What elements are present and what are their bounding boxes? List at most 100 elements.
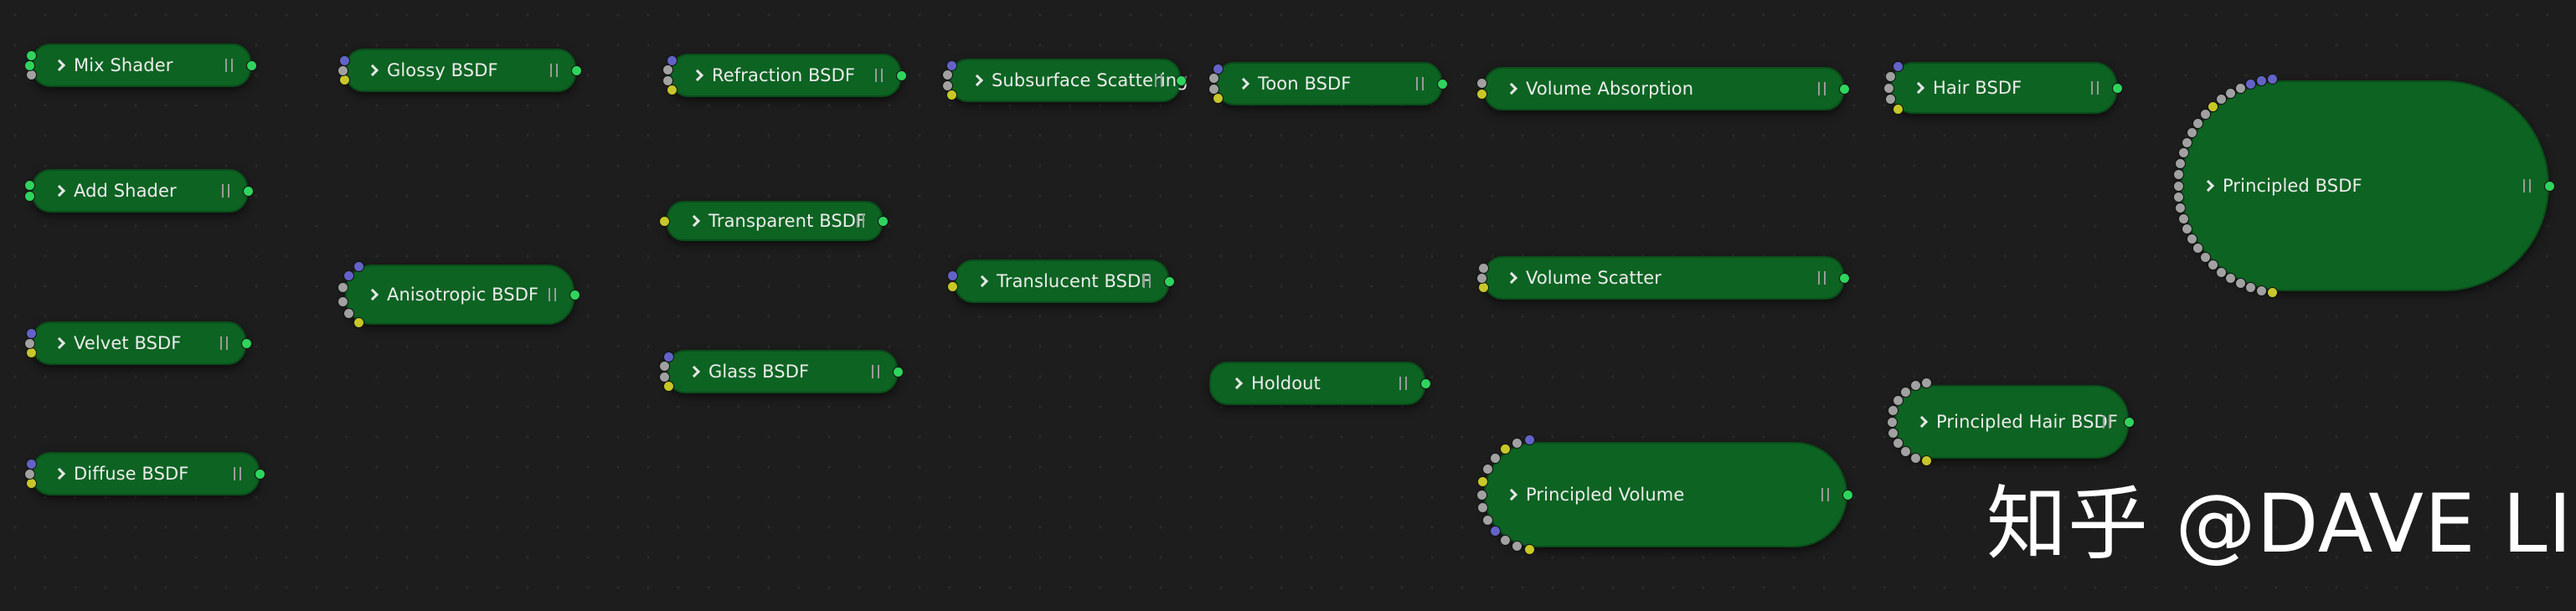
node-grip-icon[interactable]: [1416, 77, 1424, 90]
input-socket[interactable]: [339, 54, 351, 66]
collapse-chevron-icon[interactable]: [1505, 271, 1518, 285]
node-mix-shader[interactable]: Mix Shader: [32, 44, 251, 87]
input-socket[interactable]: [1477, 475, 1489, 487]
input-socket[interactable]: [1499, 534, 1511, 546]
input-socket[interactable]: [1886, 416, 1898, 428]
input-socket[interactable]: [26, 49, 38, 61]
node-anisotropic-bsdf[interactable]: Anisotropic BSDF: [345, 264, 574, 325]
output-socket[interactable]: [1838, 83, 1850, 95]
input-socket[interactable]: [662, 64, 674, 76]
input-socket[interactable]: [343, 308, 354, 320]
input-socket[interactable]: [1476, 272, 1487, 284]
node-transparent-bsdf[interactable]: Transparent BSDF: [667, 201, 883, 241]
output-socket[interactable]: [1842, 489, 1853, 501]
node-grip-icon[interactable]: [1143, 275, 1151, 288]
input-socket[interactable]: [1920, 455, 1932, 467]
node-grip-icon[interactable]: [1155, 74, 1162, 87]
input-socket[interactable]: [337, 282, 349, 294]
input-socket[interactable]: [343, 270, 354, 281]
input-socket[interactable]: [2172, 180, 2184, 192]
collapse-chevron-icon[interactable]: [1505, 488, 1518, 501]
node-grip-icon[interactable]: [1818, 82, 1826, 95]
node-grip-icon[interactable]: [1399, 377, 1407, 390]
input-socket[interactable]: [1213, 92, 1224, 104]
input-socket[interactable]: [2245, 78, 2257, 90]
input-socket[interactable]: [24, 180, 36, 192]
collapse-chevron-icon[interactable]: [971, 74, 984, 87]
collapse-chevron-icon[interactable]: [1237, 77, 1250, 90]
node-volume-scatter[interactable]: Volume Scatter: [1484, 256, 1844, 300]
node-grip-icon[interactable]: [234, 467, 241, 480]
input-socket[interactable]: [2267, 287, 2279, 299]
node-refraction-bsdf[interactable]: Refraction BSDF: [670, 54, 901, 97]
node-translucent-bsdf[interactable]: Translucent BSDF: [955, 259, 1169, 303]
input-socket[interactable]: [1511, 541, 1522, 552]
input-socket[interactable]: [2175, 202, 2187, 213]
node-grip-icon[interactable]: [2091, 81, 2099, 95]
node-grip-icon[interactable]: [1821, 488, 1829, 501]
node-principled-volume[interactable]: Principled Volume: [1484, 442, 1847, 547]
output-socket[interactable]: [1175, 74, 1187, 86]
input-socket[interactable]: [1482, 515, 1493, 526]
output-socket[interactable]: [2123, 416, 2135, 428]
node-grip-icon[interactable]: [550, 64, 558, 77]
node-grip-icon[interactable]: [857, 214, 864, 228]
input-socket[interactable]: [2267, 73, 2279, 85]
collapse-chevron-icon[interactable]: [1230, 377, 1244, 390]
node-hair-bsdf[interactable]: Hair BSDF: [1891, 62, 2117, 114]
input-socket[interactable]: [942, 69, 954, 81]
collapse-chevron-icon[interactable]: [53, 59, 66, 72]
input-socket[interactable]: [1893, 394, 1904, 406]
input-socket[interactable]: [2225, 87, 2237, 99]
input-socket[interactable]: [24, 190, 36, 202]
output-socket[interactable]: [1419, 377, 1431, 389]
node-velvet-bsdf[interactable]: Velvet BSDF: [32, 321, 246, 365]
node-glass-bsdf[interactable]: Glass BSDF: [667, 350, 898, 393]
node-toon-bsdf[interactable]: Toon BSDF: [1216, 62, 1442, 105]
input-socket[interactable]: [2208, 100, 2219, 112]
input-socket[interactable]: [26, 327, 38, 339]
node-grip-icon[interactable]: [222, 184, 229, 198]
input-socket[interactable]: [1476, 78, 1488, 90]
output-socket[interactable]: [569, 289, 580, 300]
input-socket[interactable]: [1888, 405, 1899, 417]
input-socket[interactable]: [1482, 463, 1493, 475]
input-socket[interactable]: [1900, 446, 1912, 458]
input-socket[interactable]: [946, 60, 958, 72]
input-socket[interactable]: [337, 295, 349, 307]
input-socket[interactable]: [659, 371, 671, 383]
output-socket[interactable]: [877, 215, 889, 227]
input-socket[interactable]: [1476, 88, 1488, 100]
input-socket[interactable]: [1477, 502, 1489, 514]
input-socket[interactable]: [1900, 386, 1912, 398]
input-socket[interactable]: [1489, 452, 1501, 464]
collapse-chevron-icon[interactable]: [53, 184, 66, 198]
input-socket[interactable]: [1909, 380, 1921, 392]
output-socket[interactable]: [242, 185, 254, 197]
input-socket[interactable]: [2187, 234, 2198, 245]
input-socket[interactable]: [2192, 117, 2204, 129]
input-socket[interactable]: [1888, 427, 1899, 439]
input-socket[interactable]: [1892, 61, 1904, 73]
input-socket[interactable]: [1893, 438, 1904, 449]
input-socket[interactable]: [353, 317, 365, 329]
input-socket[interactable]: [1909, 452, 1921, 464]
input-socket[interactable]: [1208, 73, 1220, 85]
input-socket[interactable]: [2208, 259, 2219, 271]
input-socket[interactable]: [2187, 126, 2198, 138]
input-socket[interactable]: [663, 380, 675, 392]
input-socket[interactable]: [2177, 213, 2189, 224]
input-socket[interactable]: [658, 215, 670, 227]
node-grip-icon[interactable]: [220, 336, 228, 350]
input-socket[interactable]: [2177, 147, 2189, 159]
output-socket[interactable]: [245, 59, 257, 71]
input-socket[interactable]: [2235, 82, 2247, 94]
collapse-chevron-icon[interactable]: [53, 467, 66, 480]
input-socket[interactable]: [2182, 223, 2193, 235]
node-grip-icon[interactable]: [1818, 271, 1826, 285]
output-socket[interactable]: [1436, 78, 1448, 90]
output-socket[interactable]: [892, 366, 904, 377]
input-socket[interactable]: [1478, 262, 1490, 274]
input-socket[interactable]: [2245, 282, 2257, 294]
